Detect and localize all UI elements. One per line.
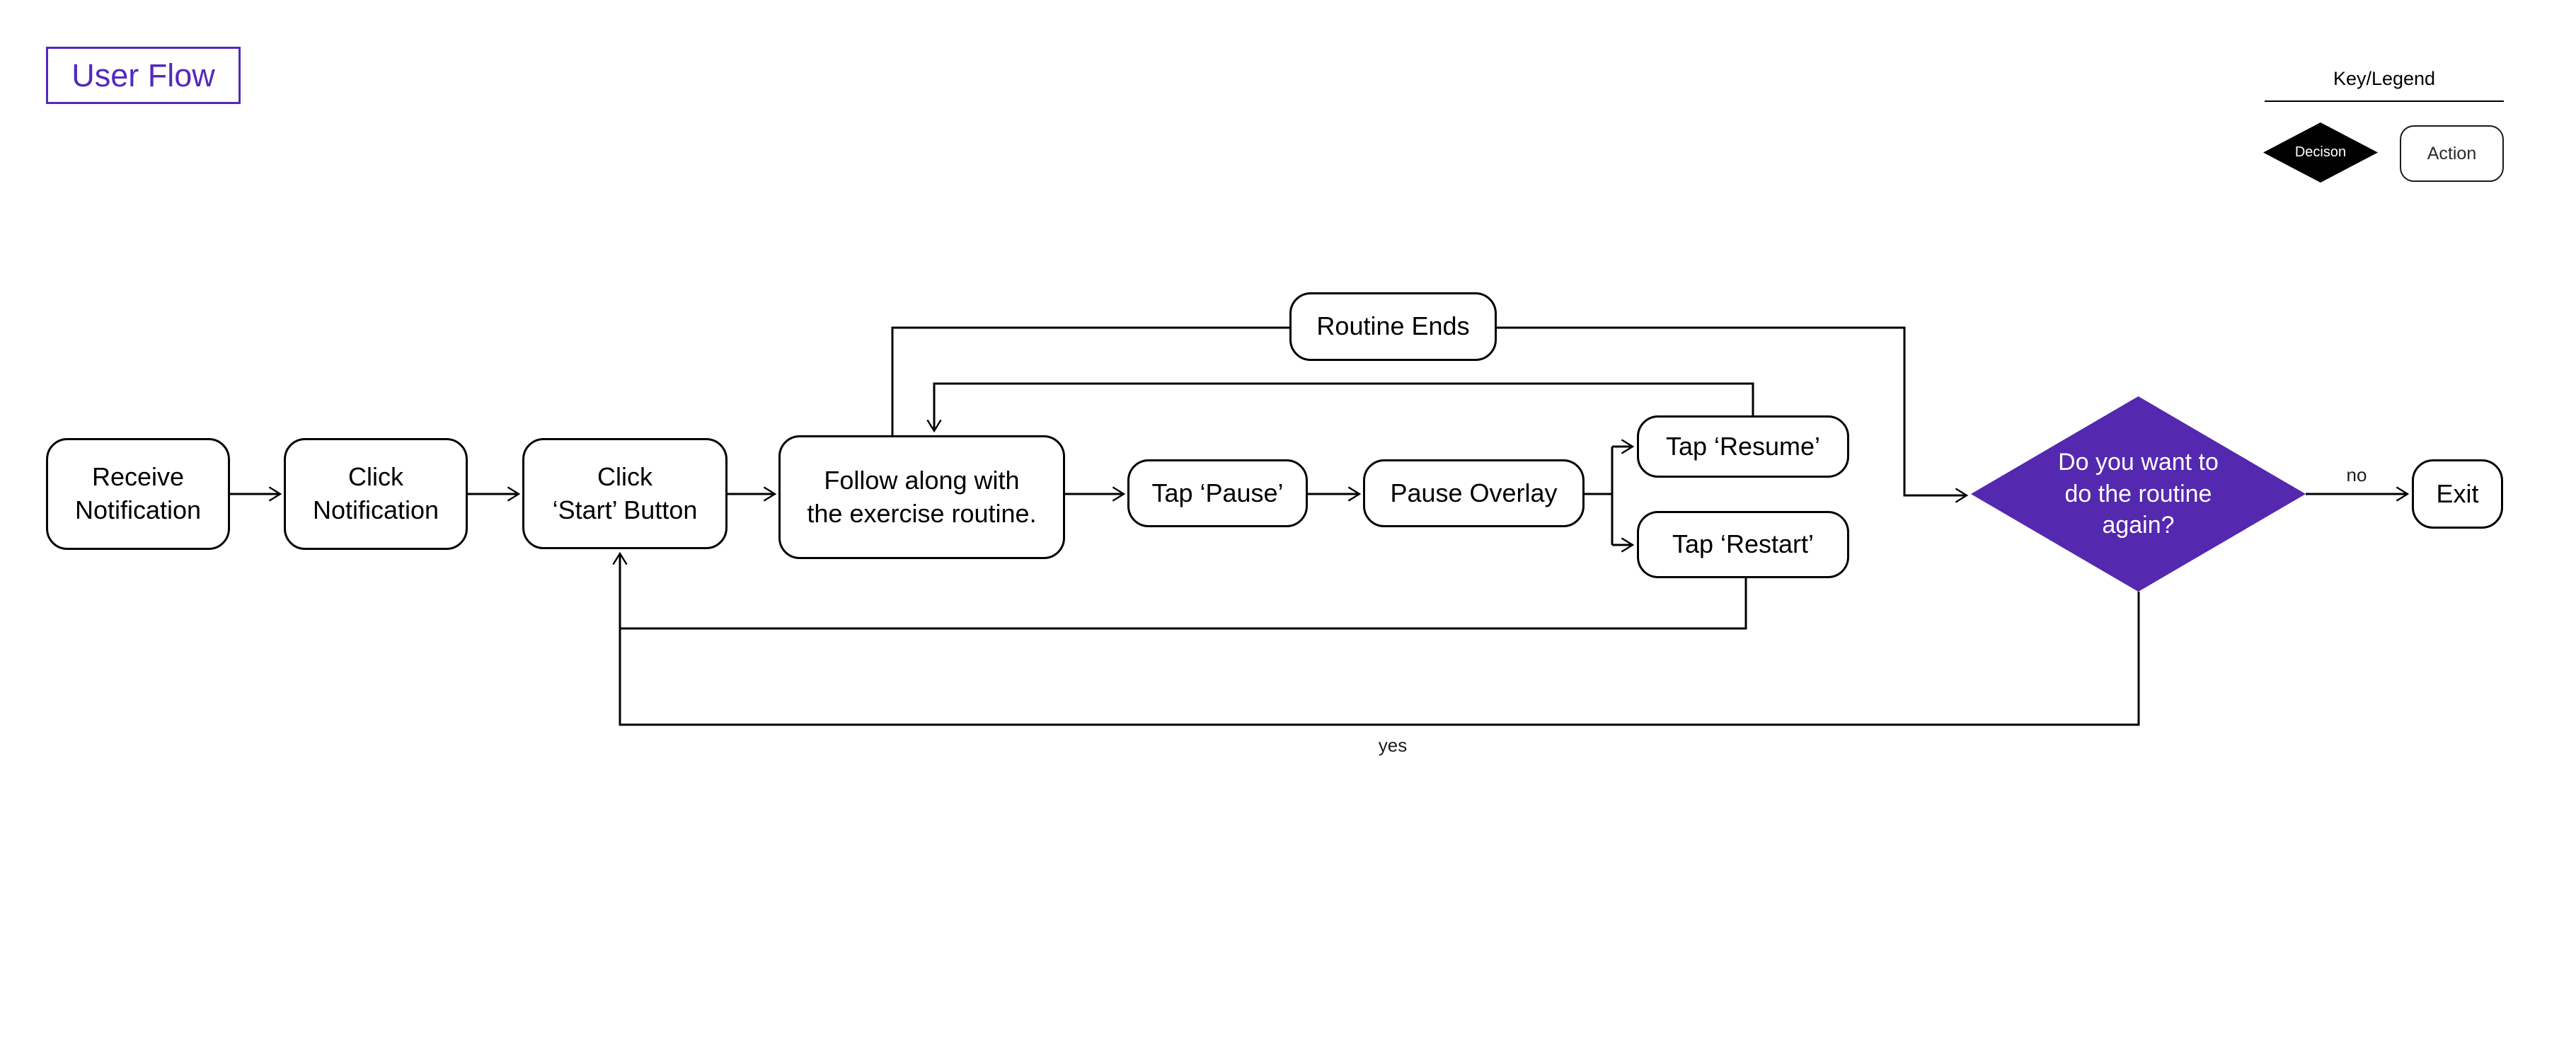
node-follow-along: Follow along with the exercise routine. <box>778 435 1065 559</box>
edge-resume-loop-to-follow <box>926 382 1754 433</box>
legend-divider <box>2265 100 2504 102</box>
edge-yes-loop-to-clickstart <box>612 551 2140 726</box>
edge-label-no: no <box>2346 464 2367 485</box>
edge-routineends-to-decision <box>1497 326 1969 503</box>
edge-label-yes: yes <box>1378 735 1408 756</box>
node-click-notification: Click Notification <box>284 438 468 550</box>
page-title: User Flow <box>46 47 241 104</box>
node-receive-notification: Receive Notification <box>46 438 230 550</box>
edge-restart-loop <box>620 578 1747 630</box>
node-pause-overlay: Pause Overlay <box>1363 459 1585 527</box>
node-click-start-button: Click ‘Start’ Button <box>522 438 728 549</box>
legend-heading: Key/Legend <box>2333 68 2436 89</box>
node-routine-ends: Routine Ends <box>1289 292 1497 361</box>
edge-follow-to-routineends <box>891 326 1289 435</box>
legend-action-shape: Action <box>2400 125 2504 182</box>
node-tap-pause: Tap ‘Pause’ <box>1127 459 1308 527</box>
node-tap-resume: Tap ‘Resume’ <box>1637 415 1849 478</box>
node-exit: Exit <box>2412 459 2503 529</box>
node-tap-restart: Tap ‘Restart’ <box>1637 511 1849 578</box>
